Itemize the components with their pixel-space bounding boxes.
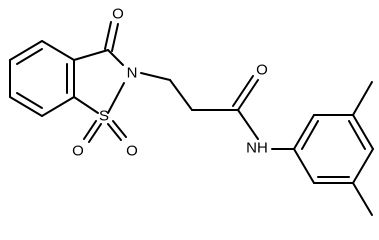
bond	[352, 182, 373, 216]
atom-labels: O N S O O O NH	[72, 6, 268, 160]
bond	[9, 40, 43, 61]
bond	[293, 148, 315, 184]
amide-nitrogen-label: NH	[246, 140, 268, 157]
bond	[41, 40, 75, 61]
bond	[293, 114, 315, 150]
bond	[73, 49, 109, 61]
bond	[104, 21, 112, 50]
bond	[9, 96, 43, 117]
bond	[107, 123, 122, 141]
carbonyl-oxygen-label: O	[112, 6, 124, 23]
bond	[107, 49, 124, 66]
bond	[301, 120, 319, 150]
bonds	[9, 21, 374, 216]
bond	[16, 48, 43, 65]
sulfur-label: S	[99, 108, 109, 125]
bond	[107, 82, 125, 114]
bond	[237, 109, 259, 140]
ring-nitrogen-label: N	[127, 65, 138, 82]
bond	[112, 120, 127, 138]
bond	[83, 120, 97, 140]
bond	[111, 23, 119, 52]
sulfonyl-oxygen-left-label: O	[72, 143, 84, 160]
molecule-diagram: O N S O O O NH	[9, 6, 374, 216]
bond	[88, 123, 102, 143]
bond	[169, 79, 193, 111]
bond	[352, 81, 373, 116]
bond	[352, 114, 374, 150]
bond	[41, 96, 75, 117]
amide-oxygen-label: O	[256, 62, 268, 79]
bond	[140, 72, 171, 81]
bond	[73, 96, 99, 114]
sulfonyl-oxygen-right-label: O	[126, 143, 138, 160]
bond	[352, 148, 374, 184]
bond	[237, 79, 259, 111]
bond	[232, 75, 254, 107]
bond	[348, 120, 366, 150]
bond	[16, 92, 43, 109]
